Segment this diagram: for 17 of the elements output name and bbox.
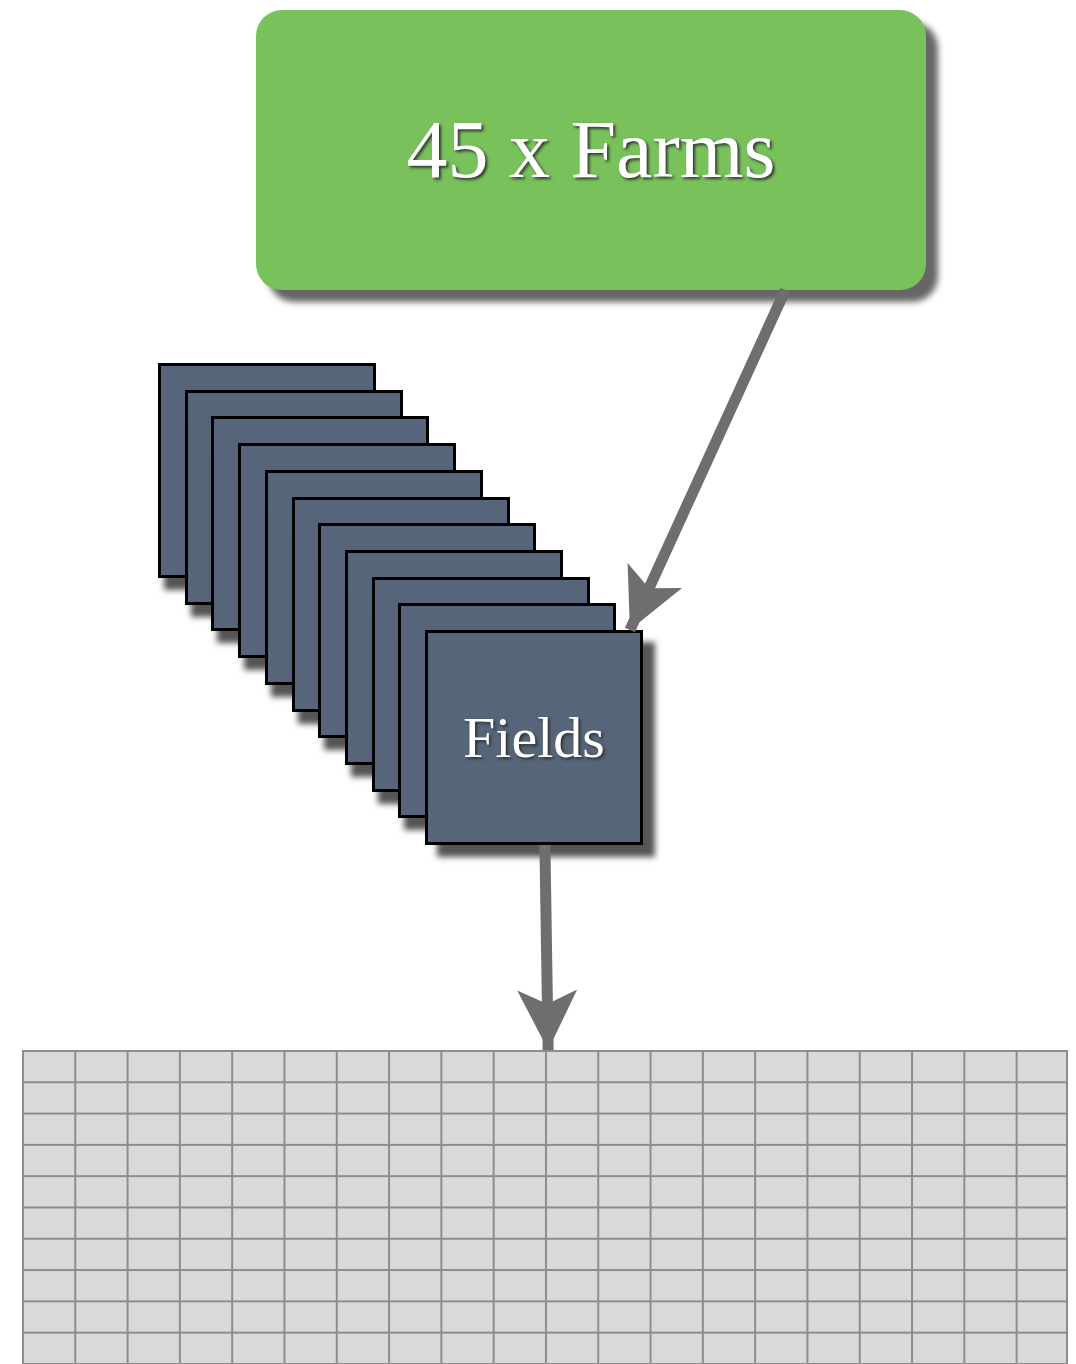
process-box <box>256 10 926 290</box>
field-card <box>292 497 510 523</box>
grid-table <box>22 1050 1068 1364</box>
field-card <box>318 523 536 550</box>
field-card <box>345 550 563 577</box>
node-label: 45 x Farms <box>406 103 776 197</box>
field-card <box>265 470 483 497</box>
field-card <box>425 630 643 845</box>
node-label: Fields <box>463 704 605 771</box>
field-card <box>211 416 429 443</box>
field-card <box>238 443 456 470</box>
field-card <box>185 390 403 416</box>
arrow <box>517 844 578 1051</box>
arrow <box>624 287 791 633</box>
field-card <box>372 577 590 603</box>
field-card <box>158 363 376 390</box>
field-card <box>398 603 616 630</box>
